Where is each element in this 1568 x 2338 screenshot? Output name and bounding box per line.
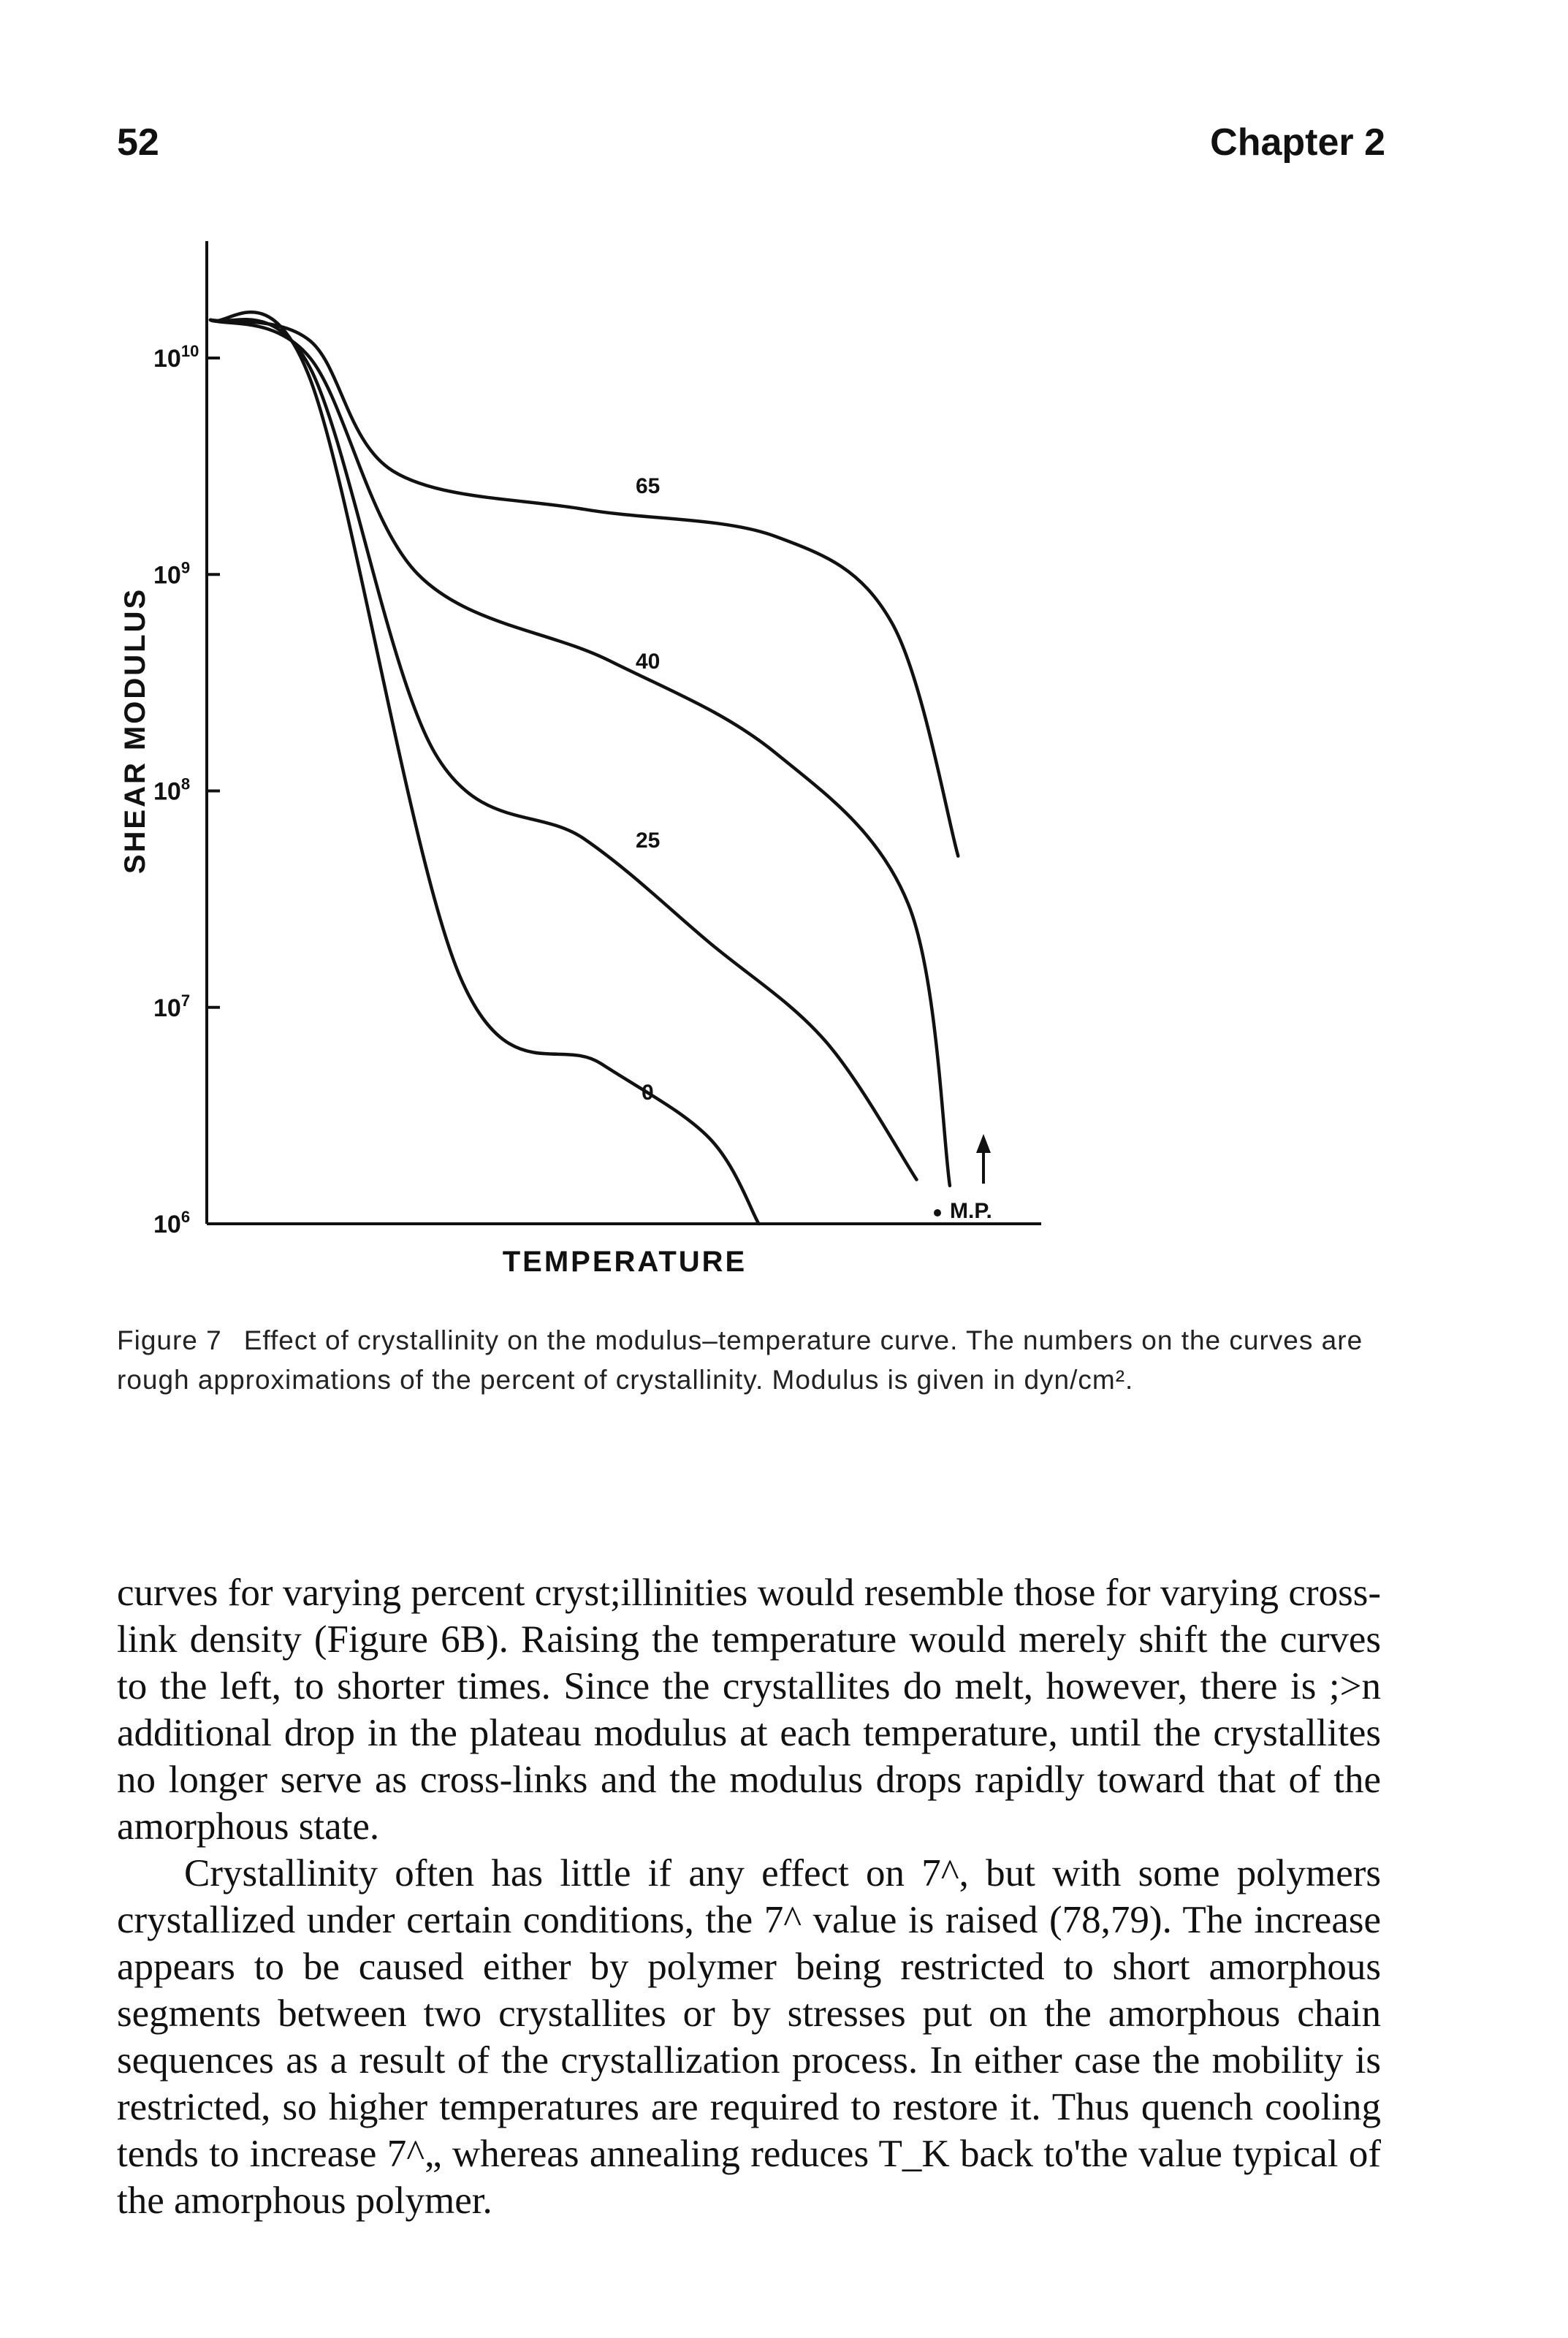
curve-40-percent — [208, 318, 952, 1188]
chapter-title: Chapter 2 — [1210, 121, 1385, 164]
mp-label: M.P. — [950, 1199, 992, 1223]
figure-label: Figure 7 — [117, 1325, 222, 1355]
y-tick-group: 1010 109 108 107 106 — [153, 342, 220, 1238]
mp-arrow-icon — [976, 1134, 991, 1153]
chart-axes — [205, 241, 1041, 1225]
curve-0-percent — [208, 311, 761, 1226]
curve-label-40: 40 — [636, 650, 660, 674]
curve-label-65: 65 — [636, 474, 660, 498]
y-tick-label: 107 — [153, 991, 190, 1022]
y-tick-label: 109 — [153, 558, 190, 589]
curve-label-25: 25 — [636, 829, 660, 853]
y-tick-label: 106 — [153, 1208, 190, 1238]
paragraph-1: curves for varying percent cryst;illinit… — [117, 1572, 1381, 1848]
y-axis-title: SHEAR MODULUS — [119, 587, 151, 874]
curve-65-percent — [208, 318, 960, 858]
curve-25-percent — [208, 318, 918, 1181]
curve-label-group: 65 40 25 0 — [636, 474, 660, 1105]
curve-group — [208, 311, 960, 1226]
body-text: curves for varying percent cryst;illinit… — [117, 1569, 1381, 2224]
figure-caption-text: Effect of crystallinity on the modulus–t… — [117, 1325, 1363, 1395]
page-number: 52 — [117, 121, 159, 164]
paragraph-2: Crystallinity often has little if any ef… — [117, 1852, 1381, 2222]
mp-dot-icon — [934, 1209, 941, 1216]
y-tick-label: 108 — [153, 775, 190, 806]
y-tick-label: 1010 — [153, 342, 199, 373]
x-axis-title: TEMPERATURE — [503, 1246, 747, 1278]
modulus-temperature-chart: SHEAR MODULUS 1010 109 108 107 106 65 40 25 0 M… — [119, 241, 1041, 1278]
curve-label-0: 0 — [642, 1081, 654, 1105]
melting-point-marker: M.P. — [934, 1134, 992, 1223]
